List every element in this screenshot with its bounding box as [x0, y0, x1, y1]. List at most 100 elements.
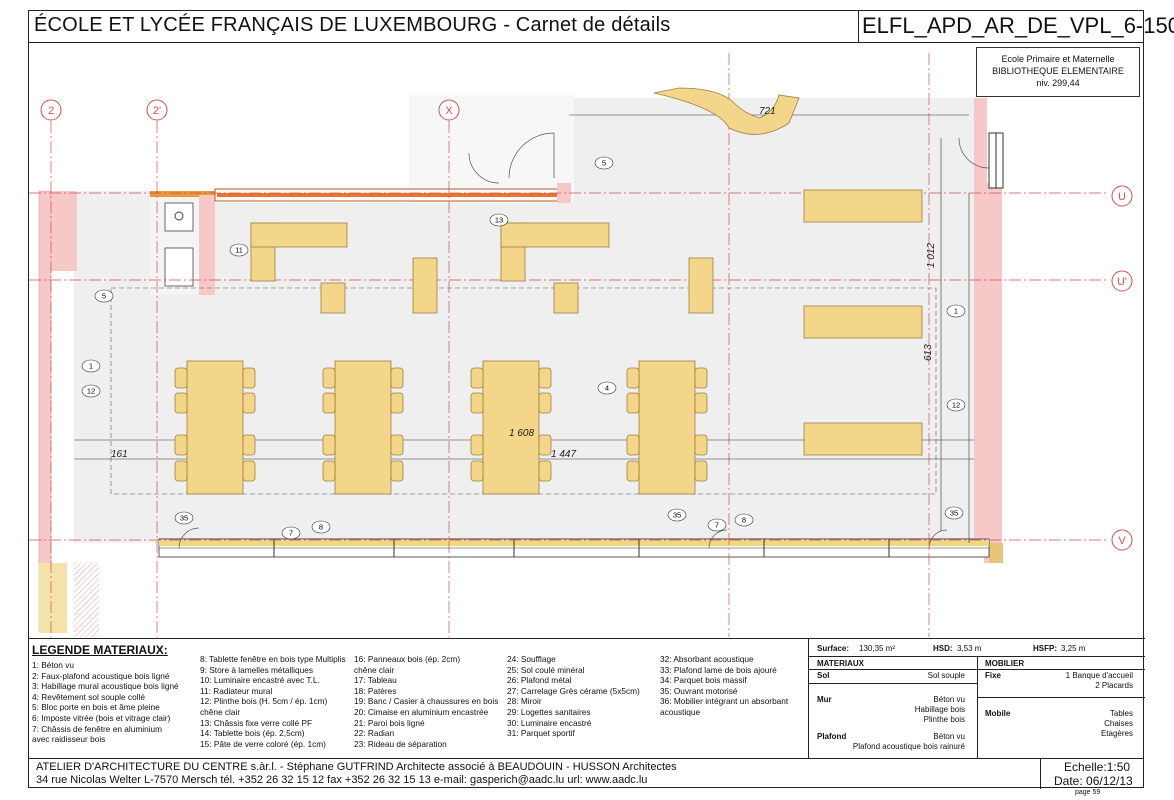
chair — [174, 434, 188, 456]
room-school: Ecole Primaire et Maternelle — [1001, 54, 1115, 64]
legend-entry: 30: Luminaire encastré — [507, 717, 592, 728]
chair — [538, 367, 552, 389]
legend-entry: 28: Miroir — [507, 696, 542, 707]
legend-entry: 1: Béton vu — [32, 660, 74, 670]
grid-bubbles: 2 2' X U U' V — [40, 99, 1133, 551]
header-divider — [28, 42, 1144, 43]
legend-entry: 3: Habillage mural acoustique bois ligné — [32, 681, 179, 692]
material-tag: 7 — [281, 526, 301, 540]
chair — [694, 392, 708, 414]
legend-title: LEGENDE MATERIAUX: — [32, 643, 168, 657]
svg-text:4: 4 — [605, 384, 609, 393]
document-title: ÉCOLE ET LYCÉE FRANÇAIS DE LUXEMBOURG - … — [34, 14, 671, 36]
chair — [694, 367, 708, 389]
dim-721: 721 — [759, 106, 776, 117]
chair — [242, 460, 256, 482]
legend-entry: 2: Faux-plafond acoustique bois ligné — [32, 670, 170, 681]
header-separator — [858, 10, 859, 42]
chair — [538, 460, 552, 482]
table-divider-3 — [809, 683, 977, 684]
legend-column-2: 8: Tablette fenêtre en bois type Multipl… — [200, 654, 346, 749]
chair — [174, 460, 188, 482]
legend-entry: 10: Luminaire encastré avec T.L. — [200, 675, 320, 686]
mur-label: Mur — [817, 695, 832, 704]
legend-entry: 26: Plafond métal — [507, 675, 572, 686]
fixe-label: Fixe — [985, 671, 1002, 680]
footer: ATELIER D'ARCHITECTURE DU CENTRE s.àr.l.… — [28, 758, 1144, 789]
legend-entry: 7: Châssis de fenêtre en aluminium — [32, 723, 163, 734]
material-tag: 13 — [489, 213, 509, 227]
legend-entry: chêne clair — [200, 706, 241, 717]
page-number: page 59 — [1075, 789, 1101, 796]
chairs — [174, 367, 708, 482]
chair — [322, 392, 336, 414]
grid-bubble-up: U' — [1111, 270, 1133, 292]
table-col-divider — [977, 656, 978, 759]
sol-label: Sol — [817, 671, 830, 680]
chair — [390, 434, 404, 456]
svg-text:U: U — [1118, 191, 1126, 203]
legend-entry: 19: Banc / Casier à chaussures en bois — [354, 696, 499, 707]
legend-entry: 32: Absorbant acoustique — [660, 654, 754, 664]
svg-text:35: 35 — [180, 514, 188, 523]
material-tag: 5 — [594, 156, 614, 170]
legend-entry: 8: Tablette fenêtre en bois type Multipl… — [200, 654, 346, 664]
svg-text:U': U' — [1117, 276, 1127, 288]
svg-text:12: 12 — [952, 401, 960, 410]
legend-entry: 31: Parquet sportif — [507, 728, 575, 739]
svg-text:8: 8 — [319, 523, 323, 532]
svg-text:7: 7 — [715, 521, 719, 530]
grid-bubble-u: U — [1111, 185, 1133, 207]
footer-separator — [1040, 759, 1041, 789]
legend-entry: 34: Parquet bois massif — [660, 675, 747, 686]
svg-text:12: 12 — [87, 387, 95, 396]
chair — [322, 367, 336, 389]
floor-plan: 2 2' X U U' V 721 1 012 613 1 608 161 1 … — [29, 53, 1133, 637]
material-tag: 35 — [174, 511, 194, 525]
hsfp-label: HSFP: — [1033, 644, 1057, 653]
svg-text:35: 35 — [673, 511, 681, 520]
legend-entry: 14: Tablette bois (ép. 2,5cm) — [200, 728, 305, 739]
grid-bubble-v: V — [1111, 529, 1133, 551]
footer-address: 34 rue Nicolas Welter L-7570 Mersch tél.… — [36, 774, 648, 786]
table-divider-4 — [977, 697, 1145, 698]
chair — [322, 460, 336, 482]
info-line: 2 Placards — [1095, 681, 1133, 690]
info-line: Plafond acoustique bois rainuré — [852, 742, 965, 751]
materiaux-header: MATERIAUX — [817, 659, 864, 668]
svg-text:2': 2' — [153, 105, 161, 117]
dim-1608: 1 608 — [509, 428, 534, 439]
legend-entry: 12: Plinthe bois (H. 5cm / ép. 1cm) — [200, 696, 328, 707]
hsd-label: HSD: — [933, 644, 953, 653]
legend-entry: 36: Mobilier intégrant un absorbant — [660, 696, 789, 707]
chair — [538, 434, 552, 456]
info-line: Béton vu — [933, 695, 965, 704]
legend-entry: 5: Bloc porte en bois et âme pleine — [32, 702, 160, 713]
chair — [626, 460, 640, 482]
dim-613: 613 — [923, 344, 934, 361]
legend-entry: 11: Radiateur mural — [200, 685, 273, 696]
material-tag: 12 — [81, 384, 101, 398]
legend-entry: 13: Châssis fixe verre collé PF — [200, 717, 313, 728]
chair — [470, 460, 484, 482]
material-tag: 1 — [81, 359, 101, 373]
hsd-value: 3,53 m — [957, 644, 982, 653]
material-tag: 35 — [944, 506, 964, 520]
chair — [390, 392, 404, 414]
room-level: niv. 299,44 — [1036, 78, 1080, 88]
svg-text:8: 8 — [742, 516, 746, 525]
material-tag: 7 — [707, 518, 727, 532]
svg-text:1: 1 — [954, 307, 958, 316]
reception-desk — [653, 87, 800, 135]
svg-text:35: 35 — [950, 509, 958, 518]
svg-text:2: 2 — [48, 105, 54, 117]
chair — [322, 434, 336, 456]
room-name: BIBLIOTHEQUE ELEMENTAIRE — [992, 66, 1124, 76]
